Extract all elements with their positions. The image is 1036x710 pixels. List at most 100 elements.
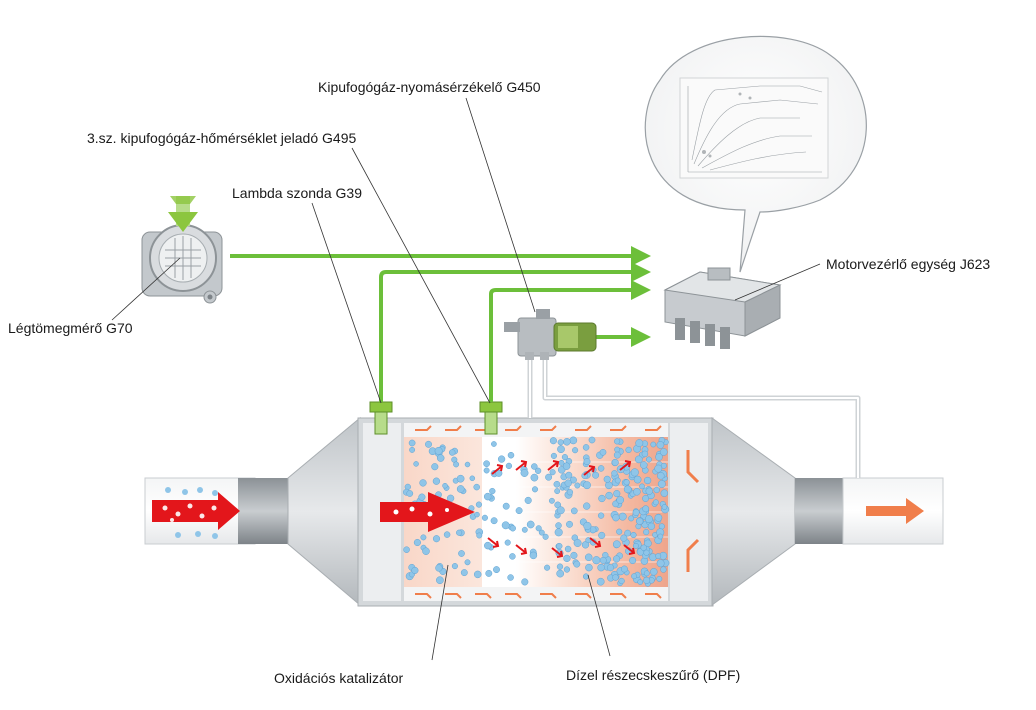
soot-particle bbox=[625, 446, 632, 454]
leader-lines bbox=[111, 97, 821, 661]
label-dpf: Dízel részecskeszűrő (DPF) bbox=[566, 667, 740, 683]
soot-particle bbox=[545, 473, 553, 481]
soot-particle bbox=[642, 495, 650, 502]
soot-particle bbox=[623, 485, 632, 494]
soot-particle bbox=[564, 545, 572, 553]
soot-particle bbox=[557, 439, 564, 446]
soot-particle bbox=[642, 505, 650, 513]
soot-particle bbox=[549, 437, 557, 445]
soot-particle bbox=[643, 576, 651, 584]
soot-particle bbox=[569, 436, 578, 445]
soot-particle bbox=[597, 512, 605, 519]
soot-particle bbox=[573, 560, 581, 568]
soot-particle bbox=[531, 486, 539, 493]
soot-particle bbox=[562, 462, 571, 470]
soot-particle bbox=[645, 456, 652, 463]
soot-particle bbox=[509, 525, 516, 532]
soot-particle bbox=[566, 520, 573, 528]
soot-particle bbox=[490, 517, 498, 525]
label-temperature-sensor: 3.sz. kipufogógáz-hőmérséklet jeladó G49… bbox=[87, 130, 356, 146]
soot-particle bbox=[557, 445, 565, 454]
soot-particle bbox=[660, 462, 667, 469]
soot-particle bbox=[585, 563, 593, 572]
soot-particle bbox=[431, 463, 439, 471]
soot-particle bbox=[606, 564, 615, 572]
soot-particle bbox=[406, 490, 414, 497]
soot-particle bbox=[618, 512, 627, 521]
label-ecu: Motorvezérlő egység J623 bbox=[826, 256, 990, 272]
soot-particle bbox=[529, 551, 538, 560]
soot-particle bbox=[491, 441, 497, 447]
soot-particle bbox=[507, 574, 514, 581]
soot-particle bbox=[554, 528, 563, 537]
soot-particle bbox=[502, 502, 510, 510]
soot-particle bbox=[411, 566, 419, 574]
soot-particle bbox=[460, 569, 468, 577]
soot-particle bbox=[654, 464, 663, 473]
soot-particle bbox=[563, 566, 571, 573]
soot-particle bbox=[456, 474, 465, 483]
soot-particle bbox=[655, 553, 662, 560]
soot-particle bbox=[556, 506, 565, 515]
soot-particle bbox=[420, 534, 427, 541]
soot-particle bbox=[485, 569, 493, 577]
soot-particle bbox=[526, 520, 535, 529]
soot-particle bbox=[620, 534, 628, 542]
soot-particle bbox=[643, 529, 650, 536]
soot-particle bbox=[592, 471, 600, 479]
soot-particle bbox=[432, 535, 441, 543]
soot-particle bbox=[418, 493, 426, 501]
soot-particle bbox=[654, 513, 663, 522]
soot-particle bbox=[553, 480, 561, 488]
label-oxidation-catalyst: Oxidációs katalizátor bbox=[274, 670, 404, 686]
soot-particle bbox=[612, 514, 620, 522]
soot-particle bbox=[656, 441, 665, 449]
soot-particle bbox=[484, 541, 492, 550]
soot-particle bbox=[531, 463, 538, 470]
soot-particle bbox=[633, 488, 641, 496]
soot-particle bbox=[598, 494, 606, 503]
soot-particle bbox=[573, 539, 582, 547]
soot-particle bbox=[422, 547, 430, 555]
soot-particle bbox=[451, 563, 458, 570]
label-lambda-probe: Lambda szonda G39 bbox=[232, 185, 362, 201]
soot-particle bbox=[616, 496, 625, 504]
soot-particle bbox=[566, 489, 574, 496]
soot-particle bbox=[639, 483, 645, 490]
temperature-probe bbox=[479, 401, 503, 435]
soot-particle bbox=[612, 574, 619, 581]
soot-particle bbox=[597, 465, 605, 472]
soot-particle bbox=[489, 487, 496, 495]
soot-particle bbox=[637, 579, 644, 585]
soot-particle bbox=[436, 576, 444, 585]
outlet-collar bbox=[795, 478, 843, 544]
outlet-flow-arrow bbox=[866, 498, 924, 524]
soot-particle bbox=[644, 515, 653, 524]
soot-particle bbox=[628, 515, 635, 522]
soot-particle bbox=[635, 439, 644, 448]
soot-particle bbox=[509, 553, 516, 560]
soot-particle bbox=[549, 469, 556, 476]
soot-particle bbox=[597, 563, 605, 572]
inlet-flow-arrow bbox=[152, 487, 240, 539]
soot-particle bbox=[443, 531, 451, 538]
soot-particle bbox=[544, 564, 551, 571]
soot-particle bbox=[624, 529, 631, 537]
soot-particle bbox=[612, 540, 621, 549]
soot-particle bbox=[660, 566, 667, 573]
ecu-map-chart-bubble bbox=[644, 35, 867, 273]
pressure-sensor-icon bbox=[504, 309, 597, 360]
soot-particle bbox=[432, 477, 441, 485]
soot-particle bbox=[425, 440, 432, 448]
soot-particle bbox=[448, 449, 456, 456]
soot-particle bbox=[630, 531, 637, 539]
soot-particle bbox=[419, 479, 427, 487]
soot-particle bbox=[582, 444, 590, 451]
soot-particle bbox=[640, 461, 648, 469]
soot-particle bbox=[636, 517, 644, 525]
soot-particle bbox=[469, 475, 476, 482]
soot-particle bbox=[614, 438, 621, 445]
soot-particle bbox=[442, 482, 448, 489]
soot-particle bbox=[456, 485, 465, 493]
